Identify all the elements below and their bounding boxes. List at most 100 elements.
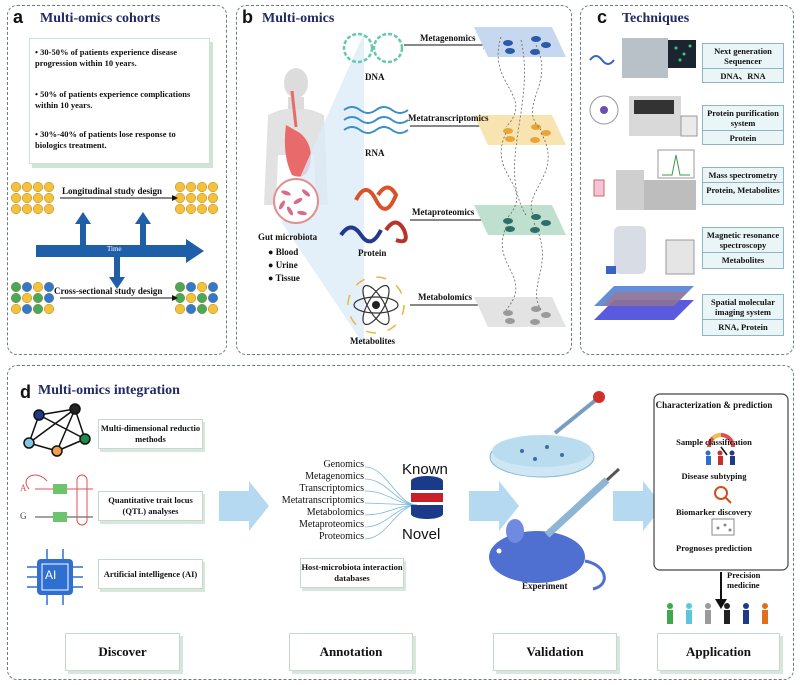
omics-feature-dot	[503, 310, 513, 316]
microbe-icon	[278, 200, 286, 210]
patient-head-icon	[686, 603, 692, 609]
metabolites-icon	[347, 276, 405, 334]
metagenomics-label: Metagenomics	[420, 33, 476, 43]
patient-face-icon	[185, 204, 196, 215]
dropper-icon	[553, 391, 605, 435]
panel-c-title: Techniques	[622, 11, 690, 26]
omics-feature-dot	[530, 319, 540, 325]
qtl-icon	[25, 474, 93, 526]
cross-omics-links	[497, 36, 549, 311]
patient-face-icon	[21, 181, 33, 193]
microbe-icon	[281, 190, 291, 196]
patient-face-icon	[196, 181, 207, 193]
app-biomarker-discovery: Biomarker discovery	[675, 507, 753, 517]
sample-blood: ● Blood	[268, 247, 299, 257]
patient-face-icon	[33, 181, 44, 193]
patient-face-icon	[44, 281, 55, 292]
tech-protein-purification: Protein purification system Protein	[702, 105, 784, 145]
integration-diagram	[23, 391, 789, 624]
purification-system-icon	[589, 95, 698, 137]
patient-face-icon	[207, 281, 218, 292]
panel-d-title: Multi-omics integration	[38, 383, 180, 398]
panel-b-letter: b	[242, 7, 253, 27]
cross-sectional-label: Cross-sectional study design	[54, 286, 163, 296]
syringe-icon	[544, 467, 621, 538]
patient-face-icon	[185, 303, 196, 314]
fact-1: • 30-50% of patients experience disease …	[35, 47, 178, 68]
patient-face-icon	[44, 204, 55, 215]
patient-face-icon	[174, 281, 185, 292]
study-design-diagram	[10, 181, 218, 314]
patient-face-icon	[33, 303, 44, 314]
flow-arrow-2	[469, 481, 519, 531]
patient-head-icon	[724, 603, 730, 609]
fact-2: • 50% of patients experience complicatio…	[35, 89, 191, 110]
metaproteomics-plane	[474, 205, 566, 235]
sample-tissue: ● Tissue	[268, 273, 300, 283]
microbe-icon	[293, 197, 303, 205]
omics-feature-dot	[505, 318, 515, 324]
patient-face-icon	[196, 204, 207, 215]
omics-feature-dot	[541, 312, 551, 318]
panel-c-letter: c	[597, 7, 608, 27]
cohort-facts-note: • 30-50% of patients experience disease …	[29, 38, 210, 164]
metaproteomics-label: Metaproteomics	[412, 207, 475, 217]
petri-dish-icon	[489, 435, 595, 478]
omics-feature-dot	[503, 40, 513, 46]
omics-metaproteomics: Metaproteomics	[299, 519, 364, 530]
patient-face-icon	[207, 204, 218, 215]
patient-face-icon	[21, 281, 33, 292]
patient-face-icon	[33, 292, 44, 303]
qtl-letter-a: A	[20, 483, 27, 493]
panel-b-title: Multi-omics	[262, 11, 335, 26]
patient-face-icon	[33, 193, 44, 204]
tech-mrs: Magnetic resonance spectroscopy Metaboli…	[702, 227, 784, 269]
database-box: Host-microbiota interaction databases	[300, 558, 404, 588]
omics-transcriptomics: Transcriptomics	[299, 483, 364, 494]
rna-icon	[343, 106, 409, 134]
patient-face-icon	[44, 292, 55, 303]
patient-face-icon	[21, 204, 33, 215]
method-ai: Artificial intelligence (AI)	[98, 559, 203, 589]
patient-body-icon	[686, 610, 692, 624]
metagenomics-plane	[474, 27, 566, 57]
method-qtl: Quantitative trait locus (QTL) analyses	[98, 491, 203, 521]
plane-features	[503, 36, 551, 325]
dna-icon	[342, 32, 404, 64]
patient-figures	[667, 603, 768, 624]
patient-face-icon	[207, 303, 218, 314]
patient-face-icon	[196, 281, 207, 292]
patient-face-icon	[185, 281, 196, 292]
precision-arrow	[715, 599, 727, 609]
patient-body-icon	[667, 610, 673, 624]
ai-chip-icon	[27, 549, 83, 605]
omics-metatranscriptomics: Metatranscriptomics	[281, 495, 364, 506]
mass-spectrometer-icon	[593, 149, 696, 210]
patient-body-icon	[743, 610, 749, 624]
metabolomics-plane	[474, 297, 566, 327]
patient-face-icon	[207, 292, 218, 303]
time-arrow-head	[186, 239, 204, 263]
tech-mass-spectrometry: Mass spectrometry Protein, Metabolites	[702, 167, 784, 205]
stage-validation: Validation	[493, 633, 617, 671]
fact-3: • 30%-40% of patients lose response to b…	[35, 129, 176, 150]
qtl-letter-g: G	[20, 511, 27, 521]
omics-feature-dot	[531, 214, 541, 220]
patient-face-icon	[196, 193, 207, 204]
patient-face-icon	[185, 193, 196, 204]
omics-metagenomics: Metagenomics	[305, 471, 364, 482]
omics-feature-dot	[505, 48, 515, 54]
patient-head-icon	[762, 603, 768, 609]
omics-feature-dot	[505, 226, 515, 232]
database-icon	[411, 476, 443, 519]
omics-genomics: Genomics	[323, 459, 364, 470]
patient-body-icon	[724, 610, 730, 624]
omics-feature-dot	[531, 36, 541, 42]
flow-arrow-1	[219, 481, 269, 531]
patient-face-icon	[207, 181, 218, 193]
microbe-icon	[286, 206, 294, 216]
precision-medicine-label: Precision medicine	[727, 570, 761, 590]
microbe-icon	[301, 189, 311, 197]
omics-feature-dot	[531, 124, 541, 130]
patient-body-icon	[705, 610, 711, 624]
